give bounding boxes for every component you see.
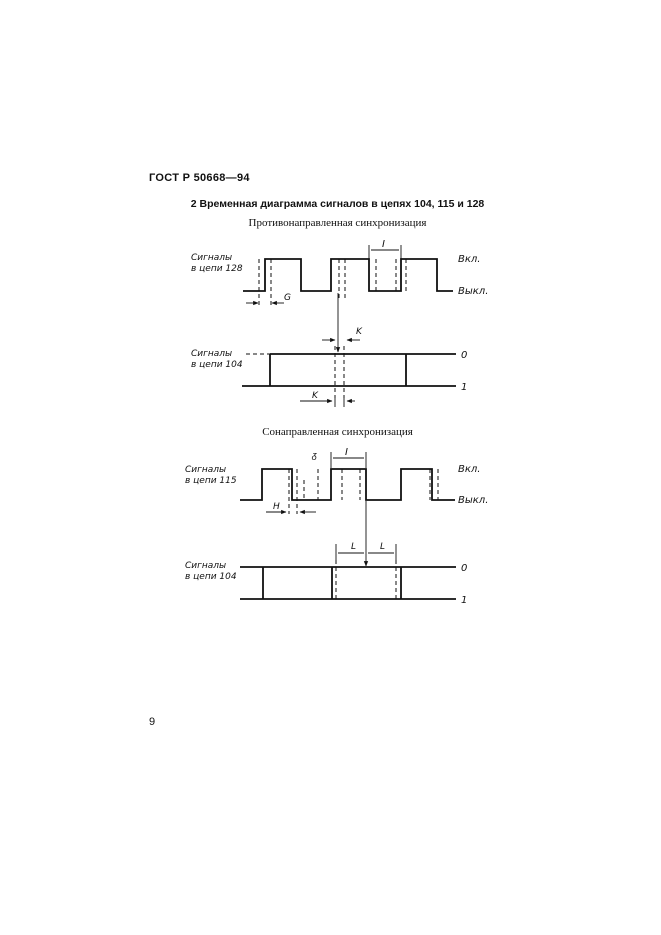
diagram1-dimension-i: I <box>368 239 402 262</box>
diagram1-circuit-128-waveform <box>243 258 453 292</box>
diagram2-dim-i-label: I <box>345 447 348 458</box>
diagram1-caption: Противонаправленная синхронизация <box>248 217 427 229</box>
diagram2-dimension-h: H <box>266 502 316 515</box>
diagram2-off-label: Выкл. <box>458 495 488 506</box>
diagram1: Сигналы в цепи 128 G I Вкл. Выкл. K Сиг <box>191 239 488 407</box>
diagram1-dim-k-upper-label: K <box>356 327 363 337</box>
diagram1-dimension-g: G <box>246 293 291 306</box>
page-number: 9 <box>149 716 156 728</box>
diagram1-dim-g-label: G <box>284 293 291 303</box>
diagram2-dim-h-label: H <box>273 502 280 512</box>
diagram2-dimension-i: I ᵹ <box>311 447 367 468</box>
diagram1-level-0: 0 <box>461 350 467 361</box>
diagram1-dim-i-label: I <box>382 239 385 250</box>
document-code: ГОСТ Р 50668—94 <box>149 172 250 184</box>
diagram1-dimension-k-upper: K <box>322 327 363 343</box>
diagram1-circuit-104-waveform <box>242 353 456 387</box>
svg-text:ᵹ: ᵹ <box>311 451 317 461</box>
diagram1-off-label: Выкл. <box>458 286 488 297</box>
diagram1-bottom-label-line2: в цепи 104 <box>191 360 243 370</box>
diagram1-dashed-edges <box>258 259 407 305</box>
diagram2-dim-l-label-left: L <box>351 542 356 552</box>
diagram2-top-label-line2: в цепи 115 <box>185 476 237 486</box>
diagram1-bottom-label-line1: Сигналы <box>191 349 232 359</box>
diagram2-top-label-line1: Сигналы <box>185 465 226 475</box>
diagram1-top-label-line2: в цепи 128 <box>191 264 243 274</box>
diagram2-dashed-edges <box>288 469 439 514</box>
diagram1-dim-k-lower-label: K <box>312 391 319 401</box>
diagram2-dim-l-label-right: L <box>380 542 385 552</box>
diagram2-circuit-115-waveform <box>240 468 455 501</box>
diagram1-level-1: 1 <box>461 382 467 393</box>
section-title: 2 Временная диаграмма сигналов в цепях 1… <box>190 198 485 210</box>
diagram2-bottom-label-line2: в цепи 104 <box>185 572 237 582</box>
diagram2-circuit-104-waveform <box>240 566 456 600</box>
diagram2-level-1: 1 <box>461 595 467 606</box>
diagram2: Сигналы в цепи 115 H I ᵹ Вкл. Выкл. <box>185 447 488 606</box>
diagram2-level-0: 0 <box>461 563 467 574</box>
diagram1-dimension-k-lower: K <box>300 391 355 407</box>
diagram2-caption: Сонаправленная синхронизация <box>262 426 413 438</box>
diagram1-circuit-104-dashed <box>334 346 345 398</box>
diagram2-bottom-label-line1: Сигналы <box>185 561 226 571</box>
diagram2-dimension-l: L L <box>335 542 397 560</box>
diagram1-top-label-line1: Сигналы <box>191 253 232 263</box>
diagram2-on-label: Вкл. <box>458 464 480 475</box>
diagram1-on-label: Вкл. <box>458 254 480 265</box>
